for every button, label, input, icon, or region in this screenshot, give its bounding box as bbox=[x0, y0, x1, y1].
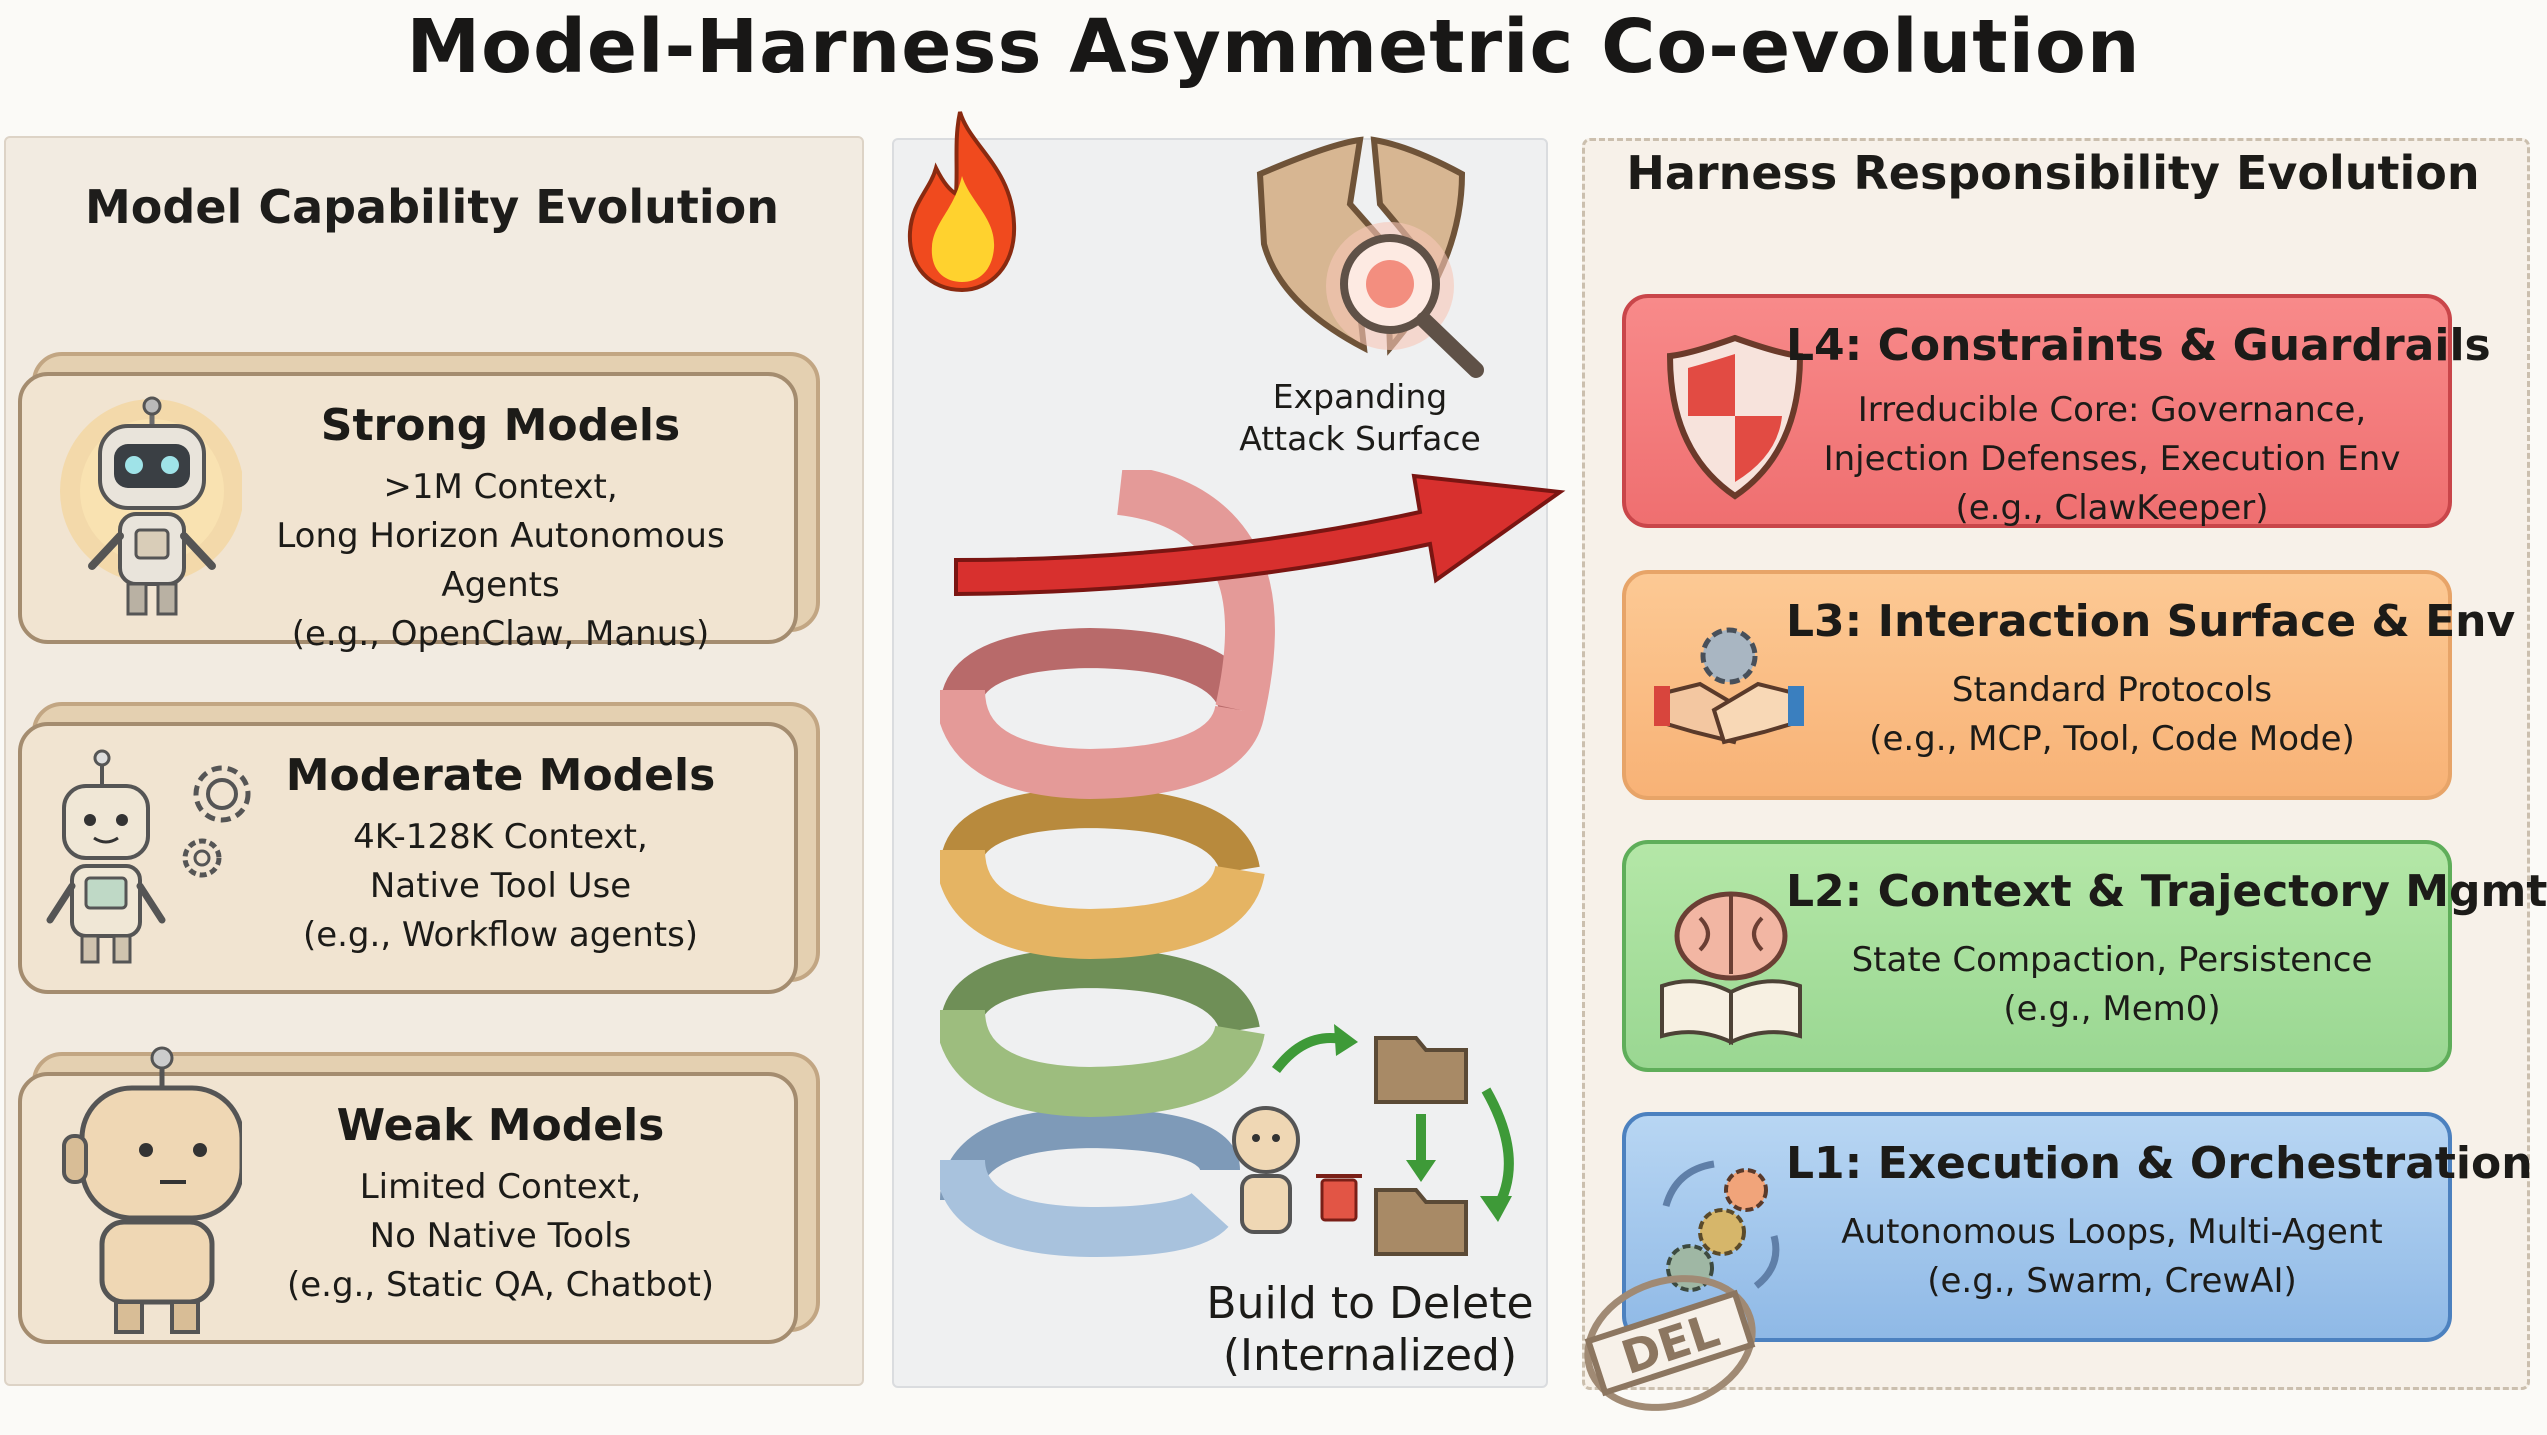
broken-shield-icon bbox=[1256, 136, 1484, 378]
folder-icon bbox=[1374, 1188, 1468, 1256]
attack-surface-line-2: Attack Surface bbox=[1239, 419, 1481, 458]
layer-l1-card: L1: Execution & Orchestration Autonomous… bbox=[1622, 1112, 2533, 1342]
weak-models-card: Weak Models Limited Context, No Native T… bbox=[18, 1046, 798, 1344]
helix-spiral bbox=[940, 470, 1275, 1258]
book-icon bbox=[1660, 979, 1802, 1046]
layer-l2-card: L2: Context & Trajectory Mgmt State Comp… bbox=[1622, 840, 2547, 1072]
diagram-title: Model-Harness Asymmetric Co-evolution bbox=[406, 4, 2141, 90]
model-capability-heading: Model Capability Evolution bbox=[85, 180, 779, 234]
gear-icon bbox=[182, 838, 222, 878]
folder-icon bbox=[1374, 1036, 1468, 1104]
layer-l4-title: L4: Constraints & Guardrails bbox=[1786, 320, 2491, 371]
moderate-models-line-1: 4K-128K Context, bbox=[353, 817, 648, 857]
moderate-models-line-2: Native Tool Use bbox=[369, 866, 632, 906]
brain-icon bbox=[1660, 891, 1802, 1046]
moderate-models-line-3: (e.g., Workflow agents) bbox=[302, 915, 699, 955]
attack-surface-line-1: Expanding bbox=[1272, 377, 1448, 416]
layer-l2-line-2: (e.g., Mem0) bbox=[2003, 989, 2221, 1029]
build-to-delete-line-1: Build to Delete bbox=[1206, 1278, 1534, 1329]
layer-l3-line-1: Standard Protocols bbox=[1951, 670, 2273, 710]
layer-l1-title: L1: Execution & Orchestration bbox=[1786, 1138, 2533, 1189]
build-to-delete-icon bbox=[1232, 1024, 1514, 1256]
del-stamp: DEL bbox=[1584, 1275, 1756, 1411]
weak-models-line-1: Limited Context, bbox=[359, 1167, 642, 1207]
magnifier-icon bbox=[1326, 222, 1484, 378]
strong-models-line-2: Long Horizon Autonomous Agents bbox=[276, 516, 725, 605]
layer-l3-title: L3: Interaction Surface & Env bbox=[1786, 596, 2516, 647]
arrow-icon bbox=[954, 473, 1566, 597]
moderate-robot-icon bbox=[46, 749, 251, 964]
layer-l3-card: L3: Interaction Surface & Env Standard P… bbox=[1622, 570, 2516, 800]
attack-surface-label: Expanding Attack Surface bbox=[1190, 376, 1530, 460]
robot-icon bbox=[1232, 1106, 1300, 1234]
build-to-delete-label: Build to Delete (Internalized) bbox=[1200, 1278, 1540, 1382]
weak-models-title: Weak Models bbox=[336, 1100, 665, 1151]
layer-l4-line-3: (e.g., ClawKeeper) bbox=[1955, 488, 2269, 528]
weak-models-line-2: No Native Tools bbox=[369, 1216, 632, 1256]
moderate-models-title: Moderate Models bbox=[285, 750, 716, 801]
fire-icon bbox=[907, 111, 1017, 293]
strong-models-title: Strong Models bbox=[320, 400, 681, 451]
strong-robot-icon bbox=[60, 396, 242, 616]
layer-l4-line-1: Irreducible Core: Governance, bbox=[1857, 390, 2367, 430]
shield-icon bbox=[1666, 334, 1804, 500]
layer-l1-line-1: Autonomous Loops, Multi-Agent bbox=[1841, 1212, 2383, 1252]
trash-icon bbox=[1316, 1174, 1362, 1222]
build-to-delete-line-2: (Internalized) bbox=[1222, 1330, 1518, 1381]
strong-models-card: Strong Models >1M Context, Long Horizon … bbox=[18, 372, 798, 654]
gear-icon bbox=[193, 765, 251, 823]
layer-l4-card: L4: Constraints & Guardrails Irreducible… bbox=[1622, 294, 2491, 528]
strong-models-line-3: (e.g., OpenClaw, Manus) bbox=[291, 614, 710, 654]
layer-l1-line-2: (e.g., Swarm, CrewAI) bbox=[1927, 1261, 2297, 1301]
layer-l3-line-2: (e.g., MCP, Tool, Code Mode) bbox=[1869, 719, 2355, 759]
weak-robot-icon bbox=[62, 1046, 242, 1334]
layer-l4-line-2: Injection Defenses, Execution Env bbox=[1823, 439, 2401, 479]
harness-responsibility-heading: Harness Responsibility Evolution bbox=[1626, 146, 2480, 200]
handshake-icon bbox=[1654, 627, 1804, 745]
strong-models-line-1: >1M Context, bbox=[383, 467, 618, 507]
layer-l2-line-1: State Compaction, Persistence bbox=[1851, 940, 2373, 980]
weak-models-line-3: (e.g., Static QA, Chatbot) bbox=[286, 1265, 715, 1305]
layer-l2-title: L2: Context & Trajectory Mgmt bbox=[1786, 866, 2547, 917]
moderate-models-card: Moderate Models 4K-128K Context, Native … bbox=[18, 722, 798, 994]
